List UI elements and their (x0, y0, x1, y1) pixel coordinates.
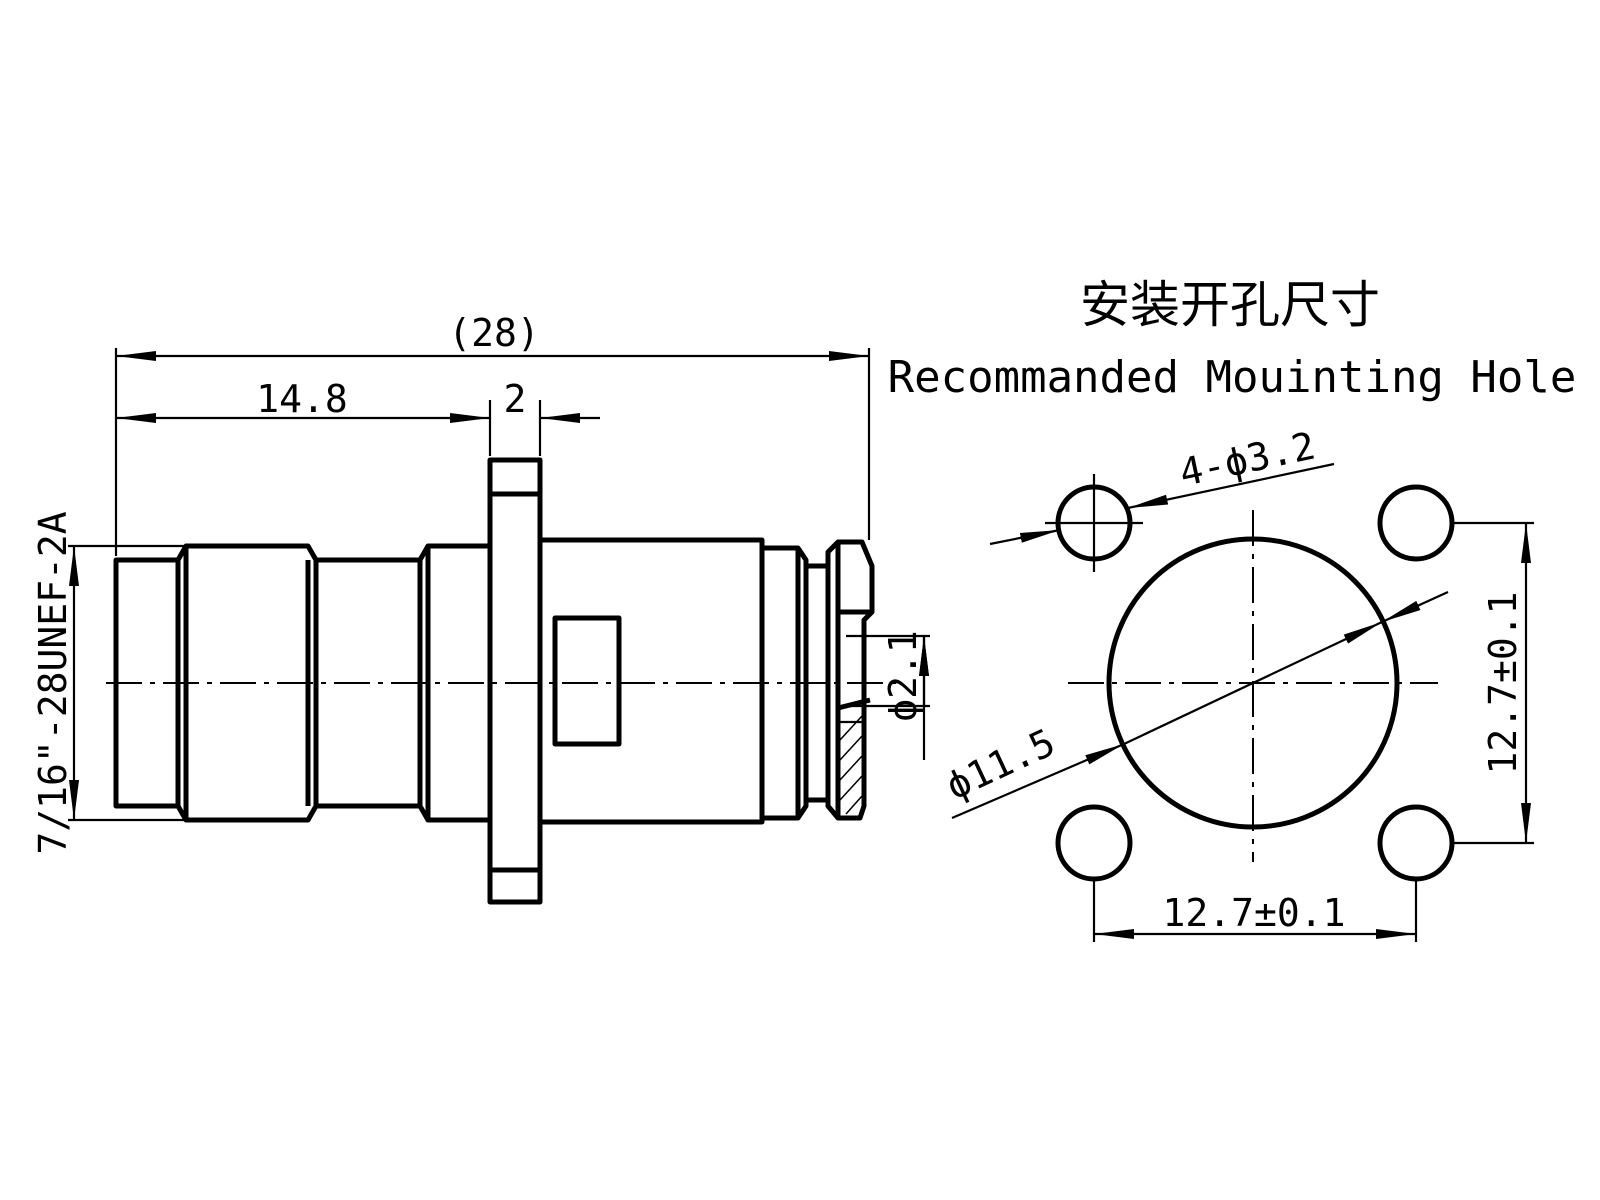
connector-side-view: (28) 14.8 2 7/16"-28UNEF-2A ϕ2.1 (31, 311, 930, 905)
center-hole-label: ϕ11.5 (939, 720, 1061, 808)
mounting-hole-view: 安装开孔尺寸 Recommanded Mouinting Hole 4-ϕ3.2… (888, 276, 1577, 942)
rear-cap-outline (825, 539, 875, 821)
neck-outline (316, 543, 431, 823)
front-length-label: 14.8 (256, 377, 348, 421)
pin-diameter-label: ϕ2.1 (881, 630, 925, 722)
mounting-title-cn: 安装开孔尺寸 (1080, 276, 1380, 334)
vertical-spacing-label: 12.7±0.1 (1481, 591, 1525, 774)
horizontal-spacing-label: 12.7±0.1 (1162, 891, 1345, 935)
screw-hole-br (1377, 804, 1455, 882)
screw-hole-tr (1377, 484, 1455, 562)
label-window (552, 615, 622, 747)
mounting-title-en: Recommanded Mouinting Hole (888, 352, 1577, 403)
thread-section-outline (186, 543, 319, 823)
flange-thickness-label: 2 (504, 377, 527, 421)
body-front-outline (428, 543, 490, 823)
screw-holes-label: 4-ϕ3.2 (1176, 423, 1319, 495)
screw-hole-bl (1055, 804, 1133, 882)
section-hatching (839, 715, 863, 815)
flange-outline (487, 457, 543, 905)
thread-spec-label: 7/16"-28UNEF-2A (31, 511, 75, 854)
overall-length-label: (28) (448, 311, 540, 355)
body-rear-outline (540, 537, 765, 825)
